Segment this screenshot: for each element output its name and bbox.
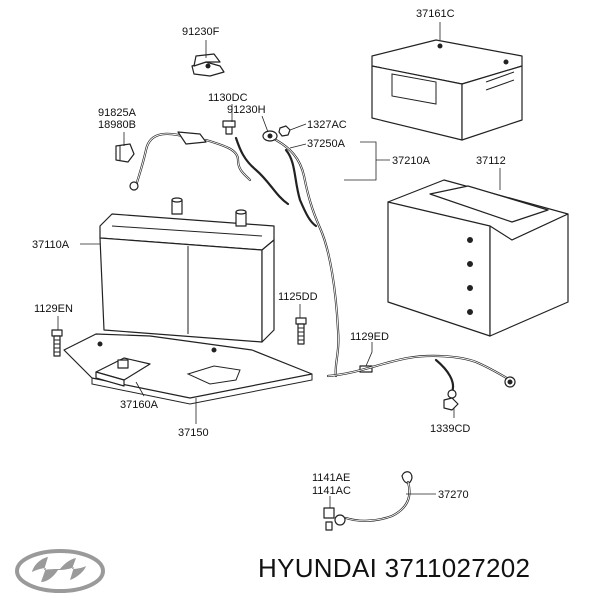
label-1339CD: 1339CD — [430, 423, 470, 435]
label-91825A: 91825A — [98, 107, 137, 119]
part-1130DC-bolt — [222, 120, 236, 135]
label-91230H: 91230H — [227, 104, 266, 116]
label-1130DC: 1130DC — [208, 92, 248, 104]
part-91230F-clip — [191, 53, 225, 77]
label-1129ED: 1129ED — [350, 331, 389, 343]
label-18980B: 18980B — [98, 119, 136, 131]
label-1141AC: 1141AC — [312, 485, 351, 497]
label-1327AC: 1327AC — [307, 119, 347, 131]
part-1125DD-bolt — [295, 317, 307, 345]
label-1125DD: 1125DD — [278, 291, 318, 303]
leader-lines — [57, 22, 501, 508]
label-37150: 37150 — [178, 427, 209, 439]
part-37112-battery-box — [387, 179, 569, 337]
label-91230F: 91230F — [182, 26, 220, 38]
part-labels: 91230F 37161C 91825A 18980B 1130DC 91230… — [32, 8, 506, 501]
label-37210A: 37210A — [392, 155, 431, 167]
part-37161C-battery-cover — [371, 39, 523, 141]
label-37270: 37270 — [438, 489, 469, 501]
part-37160A-clamp-plate — [95, 357, 151, 387]
label-37112: 37112 — [476, 155, 506, 167]
brand-part-number: HYUNDAI 3711027202 — [258, 553, 531, 583]
label-37110A: 37110A — [32, 239, 70, 251]
label-37250A: 37250A — [307, 138, 346, 150]
hyundai-logo-icon — [15, 549, 105, 593]
label-1141AE: 1141AE — [312, 472, 350, 484]
label-37161C: 37161C — [416, 8, 455, 20]
part-91825A-grommet — [115, 143, 135, 163]
label-37160A: 37160A — [120, 399, 159, 411]
part-37110A-battery — [99, 197, 275, 343]
part-91230H-clamp — [262, 130, 278, 142]
part-1129ED-cable — [326, 354, 516, 411]
part-1327AC-nut — [278, 125, 291, 137]
cable-harness — [129, 131, 340, 378]
label-1129EN: 1129EN — [34, 303, 73, 315]
part-1129EN-bolt — [51, 329, 63, 357]
